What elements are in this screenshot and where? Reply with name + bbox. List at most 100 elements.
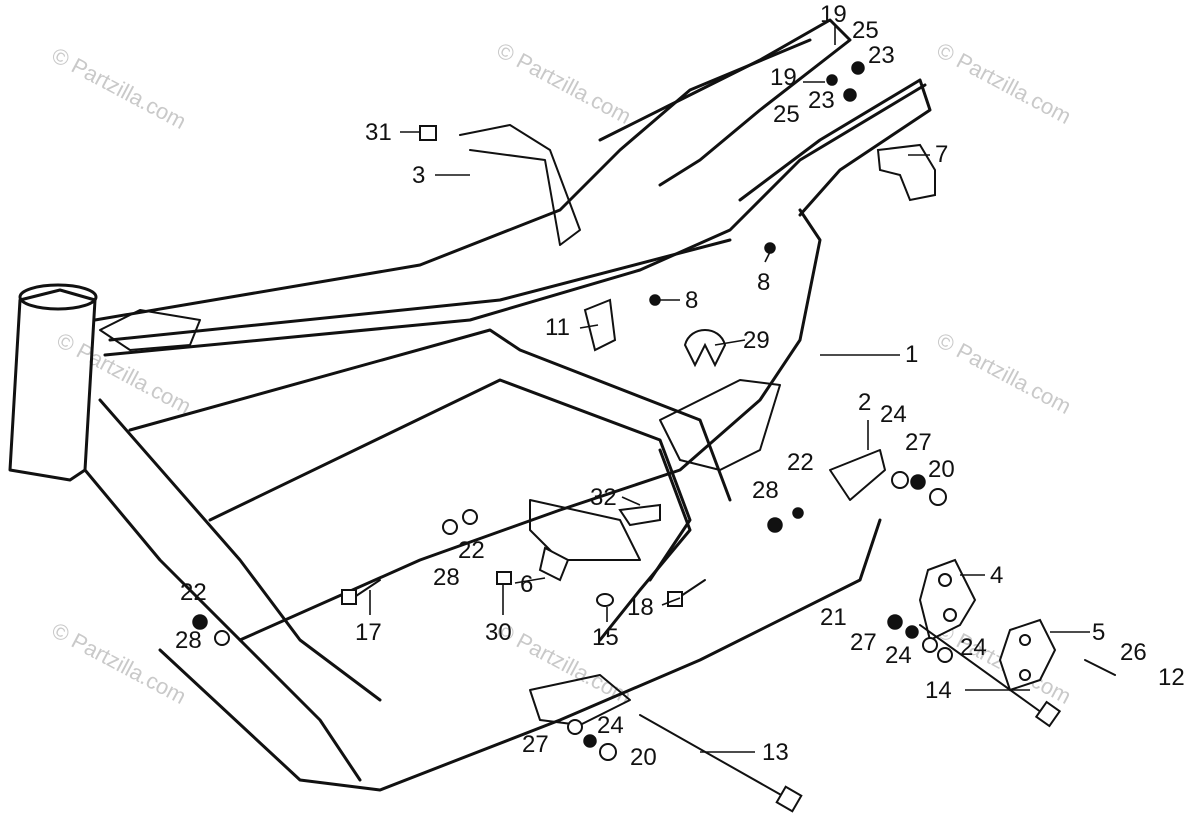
- callout-13: 13: [762, 739, 789, 766]
- watermark: © Partzilla.com: [48, 42, 191, 134]
- part-14-bolt: [919, 624, 1046, 716]
- part-17-bolt-head: [341, 589, 357, 605]
- part-27-washer: [583, 734, 597, 748]
- callout-27: 27: [905, 429, 932, 456]
- part-24-collar: [937, 647, 953, 663]
- leader-lines: [369, 25, 1090, 753]
- part-18-bolt-head: [667, 591, 683, 607]
- lower-cradle-inner: [238, 208, 822, 642]
- part-30-bolt: [496, 571, 512, 585]
- center-tube: [208, 378, 692, 582]
- callout-6: 6: [520, 571, 533, 598]
- part-24-collar: [891, 471, 909, 489]
- callout-20: 20: [630, 744, 657, 771]
- rear-bracket-plate: [659, 379, 781, 471]
- part-24-collar: [567, 719, 583, 735]
- main-frame: [8, 18, 932, 792]
- part-13-bolt: [639, 714, 791, 801]
- callout-14: 14: [925, 677, 952, 704]
- callouts: 19 25 23 19 23 25 31 3 7 8 8 11 29 1 2 2…: [175, 1, 1185, 771]
- part-20-cap: [599, 743, 617, 761]
- watermark: © Partzilla.com: [933, 37, 1076, 129]
- part-7-bracket: [876, 143, 936, 202]
- callout-28: 28: [752, 477, 779, 504]
- callout-3: 3: [412, 162, 425, 189]
- leader-11: [579, 324, 599, 329]
- part-5-hole: [1019, 669, 1031, 681]
- watermark: © Partzilla.com: [933, 327, 1076, 419]
- part-20-cap: [929, 488, 947, 506]
- part-11-bracket: [583, 298, 617, 352]
- down-tube-left: [83, 468, 362, 782]
- callout-18: 18: [627, 594, 654, 621]
- callout-11: 11: [545, 314, 570, 341]
- part-28-grommet: [767, 517, 783, 533]
- part-21-nut: [887, 614, 903, 630]
- part-28-grommet: [214, 630, 230, 646]
- part-23-nut: [843, 88, 857, 102]
- seat-rail: [598, 18, 852, 187]
- callout-28: 28: [175, 627, 202, 654]
- part-27-washer: [905, 625, 919, 639]
- rear-upright: [598, 448, 692, 642]
- callout-22: 22: [180, 579, 207, 606]
- part-4-hole: [938, 573, 952, 587]
- small-parts: [192, 61, 1116, 813]
- part-28-grommet: [442, 519, 458, 535]
- callout-27: 27: [522, 731, 549, 758]
- leader-8a: [764, 251, 771, 263]
- part-31-bolt: [419, 125, 437, 141]
- part-6-clip: [538, 546, 570, 582]
- callout-31: 31: [365, 119, 392, 146]
- callout-32: 32: [590, 484, 617, 511]
- part-15-grommet: [596, 593, 614, 607]
- leader-29: [714, 339, 746, 346]
- callout-12: 12: [1158, 664, 1185, 691]
- callout-27: 27: [850, 629, 877, 656]
- callout-25: 25: [773, 101, 800, 128]
- part-24-collar: [922, 637, 938, 653]
- part-5-plate: [998, 618, 1057, 692]
- callout-22: 22: [787, 449, 814, 476]
- part-4-plate: [918, 558, 977, 642]
- callout-8: 8: [757, 269, 770, 296]
- callout-30: 30: [485, 619, 512, 646]
- part-27-washer: [910, 474, 926, 490]
- callout-7: 7: [935, 141, 948, 168]
- steering-head-top: [18, 283, 98, 311]
- watermark: © Partzilla.com: [53, 327, 196, 419]
- part-5-hole: [1019, 634, 1031, 646]
- part-23-nut: [851, 61, 865, 75]
- callout-28: 28: [433, 564, 460, 591]
- callout-23: 23: [808, 87, 835, 114]
- part-22-nut: [462, 509, 478, 525]
- callout-26: 26: [1120, 639, 1147, 666]
- callout-21: 21: [820, 604, 847, 631]
- lower-cradle: [158, 518, 882, 792]
- callout-29: 29: [743, 327, 770, 354]
- part-8-grommet: [764, 242, 776, 254]
- top-tube-right: [103, 83, 927, 357]
- part-4-hole: [943, 608, 957, 622]
- leader-18: [661, 597, 681, 606]
- callout-4: 4: [990, 562, 1003, 589]
- steering-head: [8, 288, 97, 482]
- leader-6: [514, 577, 546, 584]
- callout-22: 22: [458, 537, 485, 564]
- callout-24: 24: [597, 712, 624, 739]
- callout-5: 5: [1092, 619, 1105, 646]
- down-tube-right: [98, 398, 382, 702]
- callout-19: 19: [770, 64, 797, 91]
- callout-17: 17: [355, 619, 382, 646]
- callout-24: 24: [960, 634, 987, 661]
- rear-loop: [738, 78, 932, 217]
- callout-25: 25: [852, 17, 879, 44]
- callout-24: 24: [880, 401, 907, 428]
- cross-tube-upper: [108, 238, 732, 342]
- part-32-clip: [618, 503, 661, 527]
- callout-24: 24: [885, 642, 912, 669]
- stand-bracket: [529, 674, 631, 726]
- watermark: © Partzilla.com: [48, 617, 191, 709]
- callout-19: 19: [820, 1, 847, 28]
